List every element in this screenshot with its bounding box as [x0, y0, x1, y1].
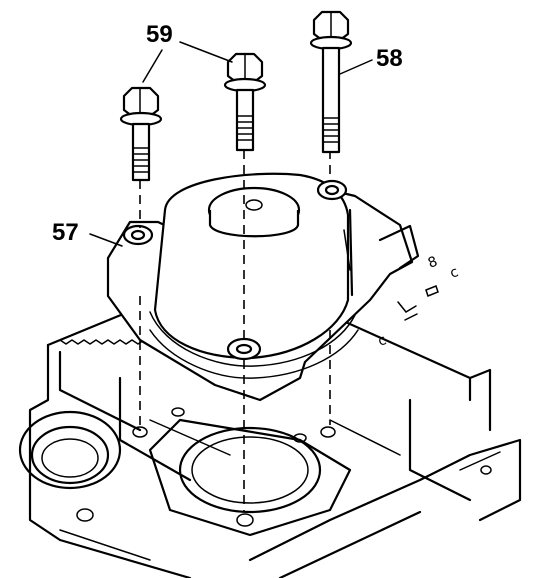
leader-59-left: [142, 49, 163, 83]
housing-bore: [148, 418, 352, 537]
base-housing: [28, 268, 522, 578]
base-mounting-holes: [76, 407, 492, 527]
svg-text:8: 8: [426, 254, 440, 272]
callout-59: 59: [142, 21, 233, 83]
bolt-59-center: [223, 52, 267, 152]
callout-57: 57: [52, 219, 123, 247]
callout-58: 58: [339, 45, 403, 75]
leader-59-center: [179, 41, 233, 63]
callout-59-label: 59: [146, 21, 173, 48]
left-bearing-bore: [18, 410, 122, 490]
bolt-59-left: [119, 86, 163, 182]
leader-57: [89, 233, 123, 247]
bolt-58: [309, 10, 353, 154]
leader-58: [339, 59, 373, 75]
alignment-lines: [139, 150, 331, 512]
callout-58-label: 58: [376, 45, 403, 72]
cover-assembly: 8 c c: [106, 172, 461, 402]
svg-text:c: c: [448, 264, 461, 282]
callout-57-label: 57: [52, 219, 79, 246]
